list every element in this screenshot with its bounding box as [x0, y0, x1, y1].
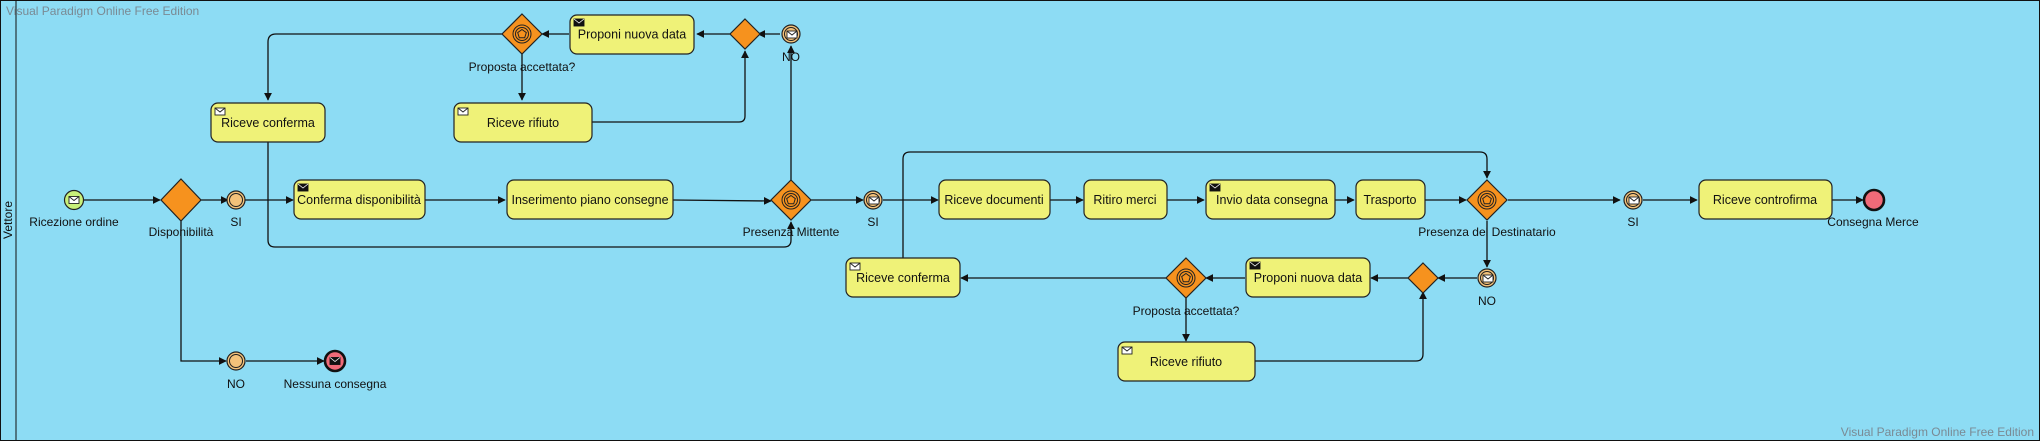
task-label: Conferma disponibilità [297, 193, 421, 207]
gateway-proposta-accettata-1[interactable] [501, 13, 543, 55]
gateway-label: Proposta accettata? [1133, 304, 1240, 318]
task-label: Inserimento piano consegne [511, 193, 668, 207]
receive-message-icon [849, 262, 861, 271]
task-label: Riceve conferma [856, 271, 950, 285]
task-riceve-conferma-1[interactable]: Riceve conferma [210, 102, 326, 143]
pentagon-icon [1181, 272, 1191, 283]
no-label: NO [782, 50, 800, 64]
send-message-icon [1209, 183, 1221, 192]
message-icon [786, 30, 798, 39]
task-trasporto[interactable]: Trasporto [1355, 179, 1426, 220]
gateway-presenza-destinatario[interactable] [1466, 179, 1508, 221]
si-label: SI [867, 215, 878, 229]
intermediate-event-si-3[interactable] [1623, 190, 1643, 210]
message-icon [329, 357, 341, 365]
message-icon [1628, 196, 1640, 205]
start-event-ricezione-ordine[interactable] [63, 189, 85, 211]
end-event-label: Consegna Merce [1827, 215, 1919, 229]
gateway-label: Disponibilità [149, 225, 214, 239]
task-label: Riceve rifiuto [1150, 355, 1222, 369]
end-event-label: Nessuna consegna [284, 377, 387, 391]
send-message-icon [297, 183, 309, 192]
no-label: NO [1478, 294, 1496, 308]
receive-message-icon [1121, 346, 1133, 355]
message-icon [868, 196, 880, 205]
task-label: Riceve documenti [944, 193, 1043, 207]
intermediate-event-no-1[interactable] [226, 351, 246, 371]
message-icon [68, 196, 80, 204]
si-label: SI [1627, 215, 1638, 229]
task-ritiro-merci[interactable]: Ritiro merci [1083, 179, 1168, 220]
receive-message-icon [457, 107, 469, 116]
intermediate-event-no-bottom[interactable] [1477, 268, 1497, 288]
intermediate-event-si-1[interactable] [226, 190, 246, 210]
task-riceve-conferma-2[interactable]: Riceve conferma [845, 257, 961, 298]
gateway-exclusive-bottom[interactable] [1407, 262, 1439, 294]
message-icon [1482, 274, 1494, 283]
pentagon-icon [1482, 194, 1492, 205]
task-riceve-rifiuto-2[interactable]: Riceve rifiuto [1117, 341, 1256, 382]
task-proponi-nuova-data-2[interactable]: Proponi nuova data [1245, 257, 1371, 298]
task-label: Invio data consegna [1216, 193, 1328, 207]
task-label: Trasporto [1363, 193, 1416, 207]
task-riceve-controfirma[interactable]: Riceve controfirma [1698, 179, 1833, 220]
gateway-label: Presenza del Destinatario [1418, 225, 1556, 239]
task-label: Ritiro merci [1093, 193, 1156, 207]
gateway-exclusive-top[interactable] [729, 18, 761, 50]
task-proponi-nuova-data-1[interactable]: Proponi nuova data [569, 14, 695, 55]
start-event-label: Ricezione ordine [29, 215, 119, 229]
intermediate-event-no-top[interactable] [781, 24, 801, 44]
task-riceve-documenti[interactable]: Riceve documenti [938, 179, 1051, 220]
gateway-disponibilita[interactable] [160, 178, 202, 222]
pentagon-icon [786, 194, 796, 205]
gateway-proposta-accettata-2[interactable] [1165, 257, 1207, 299]
si-label: SI [230, 215, 241, 229]
task-conferma-disponibilita[interactable]: Conferma disponibilità [293, 179, 426, 220]
gateway-label: Proposta accettata? [469, 60, 576, 74]
sequence-flows [84, 30, 1864, 365]
gateway-label: Presenza Mittente [743, 225, 840, 239]
no-label: NO [227, 377, 245, 391]
task-invio-data-consegna[interactable]: Invio data consegna [1205, 179, 1336, 220]
task-label: Proponi nuova data [1254, 271, 1362, 285]
end-event-consegna-merce[interactable] [1862, 188, 1886, 212]
send-message-icon [573, 18, 585, 27]
task-label: Proponi nuova data [578, 28, 686, 42]
pool-label: Vettore [1, 201, 15, 239]
intermediate-event-si-2[interactable] [863, 190, 883, 210]
task-label: Riceve controfirma [1713, 193, 1817, 207]
task-label: Riceve rifiuto [487, 116, 559, 130]
receive-message-icon [214, 107, 226, 116]
pentagon-icon [517, 28, 527, 39]
watermark-top: Visual Paradigm Online Free Edition [6, 4, 199, 18]
task-riceve-rifiuto-1[interactable]: Riceve rifiuto [453, 102, 593, 143]
task-inserimento-piano-consegne[interactable]: Inserimento piano consegne [506, 179, 674, 220]
watermark-bottom: Visual Paradigm Online Free Edition [1841, 425, 2034, 439]
end-event-nessuna-consegna[interactable] [323, 349, 347, 373]
send-message-icon [1249, 261, 1261, 270]
gateway-presenza-mittente[interactable] [770, 179, 812, 221]
task-label: Riceve conferma [221, 116, 315, 130]
